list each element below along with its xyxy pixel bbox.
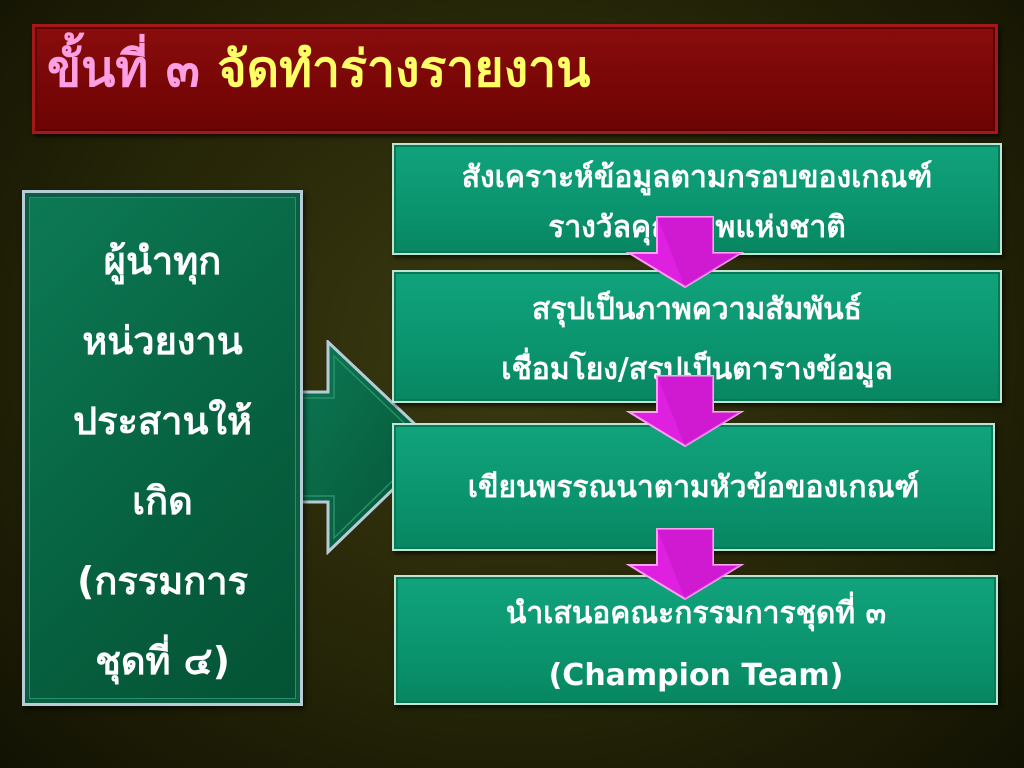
left-panel-line: เกิด (132, 479, 193, 523)
step-text: นำเสนอคณะกรรมการชุดที่ ๓ (Champion Team) (396, 583, 996, 707)
step-text: เขียนพรรณนาตามหัวข้อของเกณฑ์ (394, 455, 993, 521)
down-arrow-icon (625, 375, 745, 448)
step-line: สังเคราะห์ข้อมูลตามกรอบของเกณฑ์ (461, 160, 933, 195)
page-title: ขั้นที่ ๓ จัดทำร่างรายงาน (47, 37, 590, 102)
title-step-label: ขั้นที่ ๓ (47, 40, 200, 98)
step-line: (Champion Team) (548, 658, 844, 693)
step-box-3: เขียนพรรณนาตามหัวข้อของเกณฑ์ (392, 423, 995, 551)
left-panel-line: (กรรมการ (77, 559, 248, 603)
step-line: สรุปเป็นภาพความสัมพันธ์ (532, 292, 862, 327)
down-arrow-icon (625, 528, 745, 601)
down-arrow-icon (625, 216, 745, 289)
step-box-1: สังเคราะห์ข้อมูลตามกรอบของเกณฑ์ รางวัลคุ… (392, 143, 1002, 255)
step-line: นำเสนอคณะกรรมการชุดที่ ๓ (505, 596, 887, 631)
left-panel-line: หน่วยงาน (82, 319, 243, 363)
left-panel-text: ผู้นำทุก หน่วยงาน ประสานให้ เกิด (กรรมกา… (25, 221, 300, 701)
left-panel: ผู้นำทุก หน่วยงาน ประสานให้ เกิด (กรรมกา… (22, 190, 303, 706)
step-text: สรุปเป็นภาพความสัมพันธ์ เชื่อมโยง/สรุปเป… (394, 280, 1000, 400)
left-panel-line: ผู้นำทุก (103, 239, 222, 283)
left-panel-line: ประสานให้ (72, 399, 253, 443)
left-panel-line: ชุดที่ ๔) (95, 639, 230, 683)
step-box-4: นำเสนอคณะกรรมการชุดที่ ๓ (Champion Team) (394, 575, 998, 705)
step-line: เขียนพรรณนาตามหัวข้อของเกณฑ์ (467, 470, 920, 505)
title-bar: ขั้นที่ ๓ จัดทำร่างรายงาน (32, 24, 998, 134)
title-heading: จัดทำร่างรายงาน (217, 40, 591, 98)
